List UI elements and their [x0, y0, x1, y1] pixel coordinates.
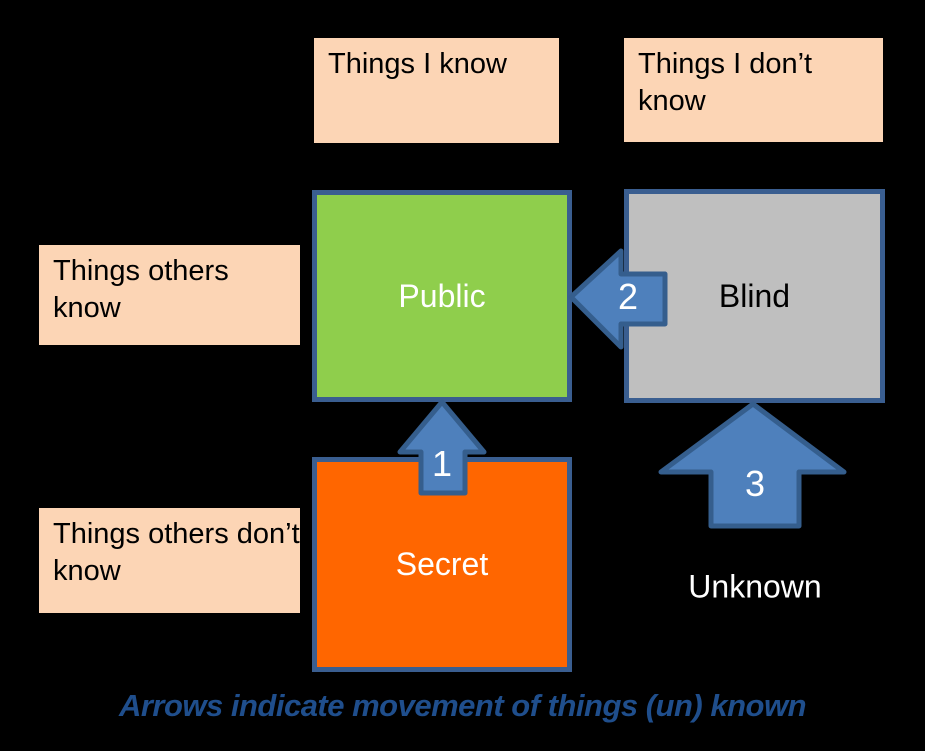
up-arrow-3-shape: [658, 401, 847, 529]
up-arrow-1-shape: [397, 399, 487, 496]
col-header-things-i-know: Things I know: [314, 38, 559, 143]
up-arrow-secret-to-public-icon: [397, 399, 487, 496]
left-arrow-2-shape: [568, 248, 668, 350]
col-header-things-i-dont-know: Things I don’t know: [624, 38, 883, 142]
up-arrow-unknown-to-blind-icon: [658, 401, 847, 529]
arrow-1-number: 1: [431, 443, 453, 484]
arrow-3-number: 3: [744, 463, 766, 504]
caption: Arrows indicate movement of things (un) …: [118, 688, 807, 723]
quadrant-public: Public: [312, 190, 572, 402]
quadrant-secret-label: Secret: [395, 546, 489, 582]
quadrant-blind-label: Blind: [718, 277, 791, 314]
quadrant-unknown-label: Unknown: [688, 568, 822, 605]
arrow-2-number: 2: [617, 276, 639, 317]
left-arrow-blind-to-public-icon: [568, 248, 668, 350]
quadrant-public-label: Public: [398, 277, 486, 314]
row-header-things-others-dont-know: Things others don’t know: [39, 508, 300, 613]
row-header-things-others-know: Things others know: [39, 245, 300, 345]
